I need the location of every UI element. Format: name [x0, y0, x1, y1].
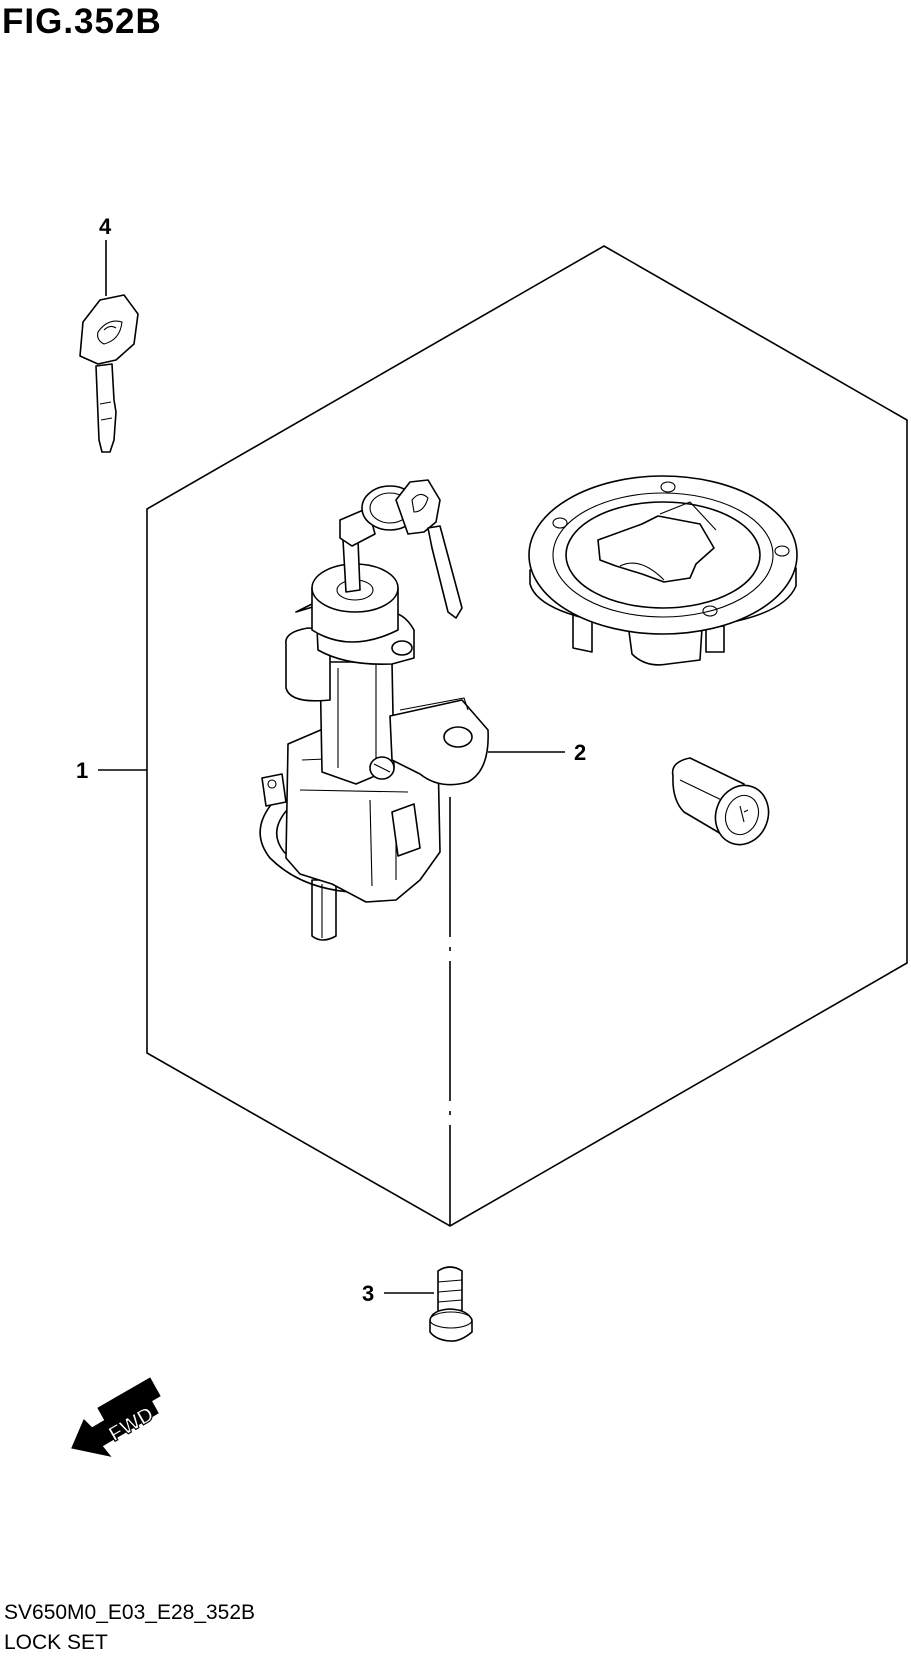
callout-2-label: 2 — [574, 740, 586, 765]
seat-lock-cylinder-icon — [671, 757, 770, 846]
callout-1-label: 1 — [76, 758, 88, 783]
ignition-switch-icon — [259, 479, 489, 941]
callout-4-label: 4 — [99, 214, 112, 239]
figure-title: FIG.352B — [2, 2, 162, 41]
callout-3-label: 3 — [362, 1281, 374, 1306]
lock-set-outline — [146, 245, 908, 1227]
figure-name: LOCK SET — [4, 1631, 108, 1654]
screw-icon — [429, 1266, 473, 1342]
ignition-key-icon — [79, 294, 139, 453]
fwd-arrow-icon: FWD — [71, 1377, 161, 1457]
figure-code: SV650M0_E03_E28_352B — [4, 1601, 256, 1624]
fuel-cap-lock-icon — [528, 475, 798, 666]
